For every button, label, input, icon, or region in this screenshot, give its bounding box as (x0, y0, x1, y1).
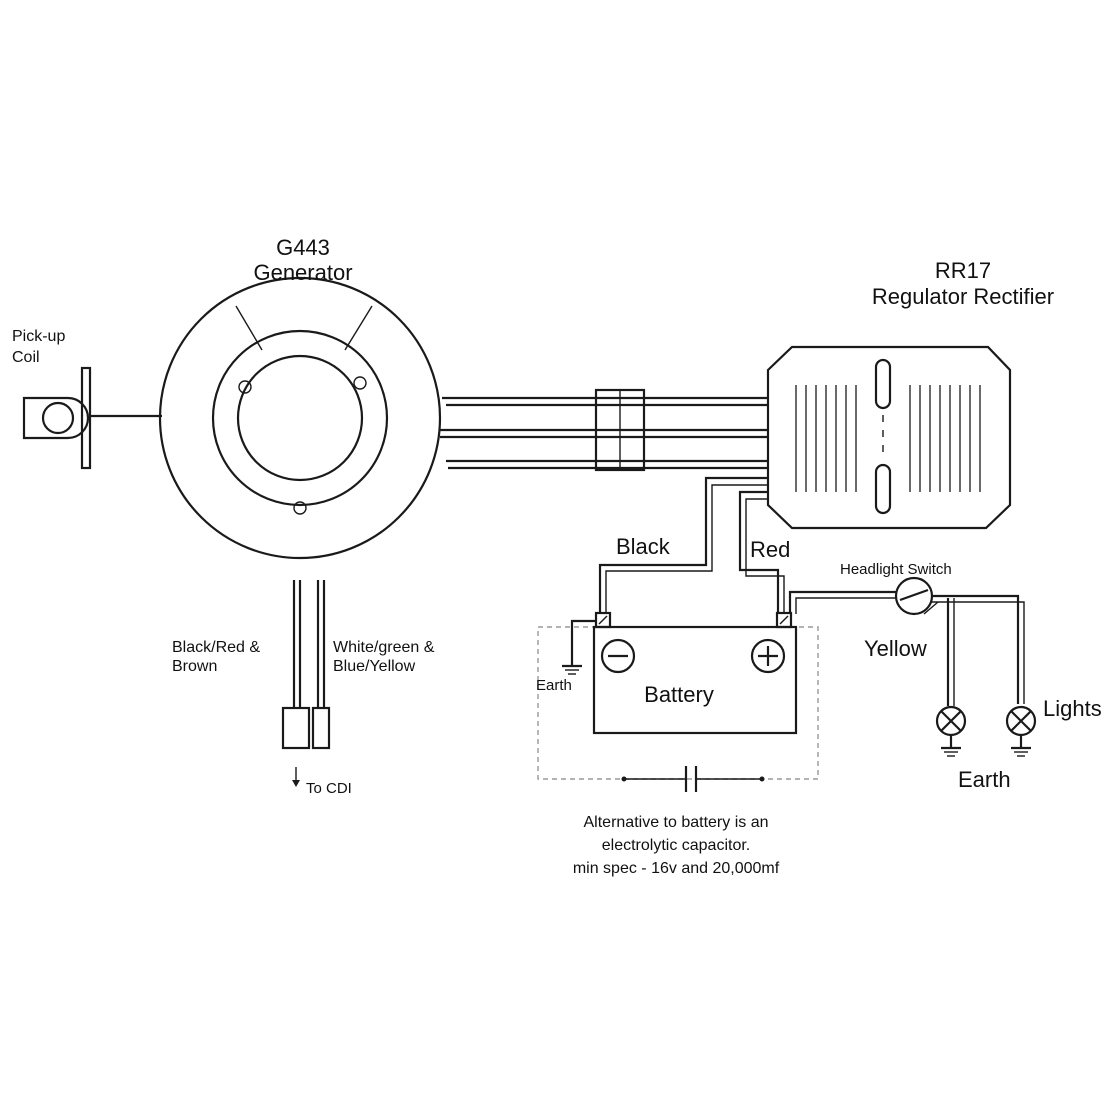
note-line2: electrolytic capacitor. (602, 837, 751, 854)
generator-outer-ring (158, 276, 442, 560)
pickup-coil (22, 366, 162, 470)
pickup-body (22, 396, 90, 440)
yellow-wire-label: Yellow (864, 636, 927, 661)
cdi-right-label-line1: White/green & (333, 639, 435, 656)
generator-model-label: G443 (276, 235, 330, 260)
cdi-leads (281, 580, 331, 787)
switch-pointer (923, 601, 939, 615)
battery-earth-wire (570, 619, 596, 666)
battery-minus-symbol (600, 638, 636, 674)
yellow-wire-inner (795, 597, 896, 614)
lighting-circuit (788, 576, 1037, 757)
cdi-right-label-line2: Blue/Yellow (333, 658, 416, 675)
capacitor-node (621, 776, 627, 782)
lights-wire-right (932, 594, 1020, 704)
lights-wire-right-inner (932, 601, 1025, 704)
mount-hole (293, 501, 307, 515)
lights-label: Lights (1043, 696, 1102, 721)
regulator-slot (874, 463, 892, 515)
to-cdi-label: To CDI (306, 780, 352, 797)
battery-earth-label: Earth (536, 677, 572, 694)
battery-plus-symbol (750, 638, 786, 674)
cooling-fins (795, 385, 981, 492)
generator-segment-line (344, 305, 373, 351)
note-line3: min spec - 16v and 20,000mf (573, 860, 780, 877)
battery-positive-terminal (775, 611, 793, 629)
pickup-label-line1: Pick-up (12, 328, 65, 345)
regulator-slot (874, 358, 892, 410)
black-wire-label: Black (616, 534, 671, 559)
generator-label: Generator (253, 260, 352, 285)
generator-inner-ring (211, 329, 389, 507)
terminal-mark (598, 615, 608, 625)
regulator-rectifier (766, 345, 1012, 530)
arrow-down-icon-head (292, 780, 300, 787)
cdi-connector (281, 706, 311, 750)
cdi-left-label-line1: Black/Red & (172, 639, 260, 656)
cdi-connector (311, 706, 331, 750)
pickup-bracket (80, 366, 92, 470)
lamp-cross (1010, 710, 1032, 732)
generator-segment-line (235, 305, 263, 351)
lights-earth-label: Earth (958, 767, 1011, 792)
black-wire-inner (605, 484, 768, 614)
battery-label: Battery (644, 682, 714, 707)
generator-bore (236, 354, 364, 482)
lamp-cross (940, 710, 962, 732)
generator-harness (440, 388, 768, 472)
yellow-wire (788, 590, 896, 614)
mount-hole (353, 376, 367, 390)
capacitor (621, 766, 765, 792)
regulator-model-label: RR17 (935, 258, 991, 283)
pickup-label-line2: Coil (12, 349, 40, 366)
mount-hole (238, 380, 252, 394)
battery-case (592, 625, 798, 735)
red-wire (738, 490, 780, 614)
note-line1: Alternative to battery is an (584, 814, 769, 831)
regulator-body (766, 345, 1012, 530)
terminal-mark (779, 615, 789, 625)
capacitor-node (759, 776, 765, 782)
battery (537, 611, 819, 780)
regulator-label: Regulator Rectifier (872, 284, 1054, 309)
headlight-switch-label: Headlight Switch (840, 561, 952, 578)
black-wire (598, 476, 768, 614)
regulator-output-wires (598, 476, 785, 614)
generator (158, 276, 442, 560)
switch-contact (899, 588, 929, 602)
cdi-left-label-line2: Brown (172, 658, 217, 675)
pickup-magnet (41, 401, 75, 435)
red-wire-inner (745, 498, 785, 614)
red-wire-label: Red (750, 537, 790, 562)
